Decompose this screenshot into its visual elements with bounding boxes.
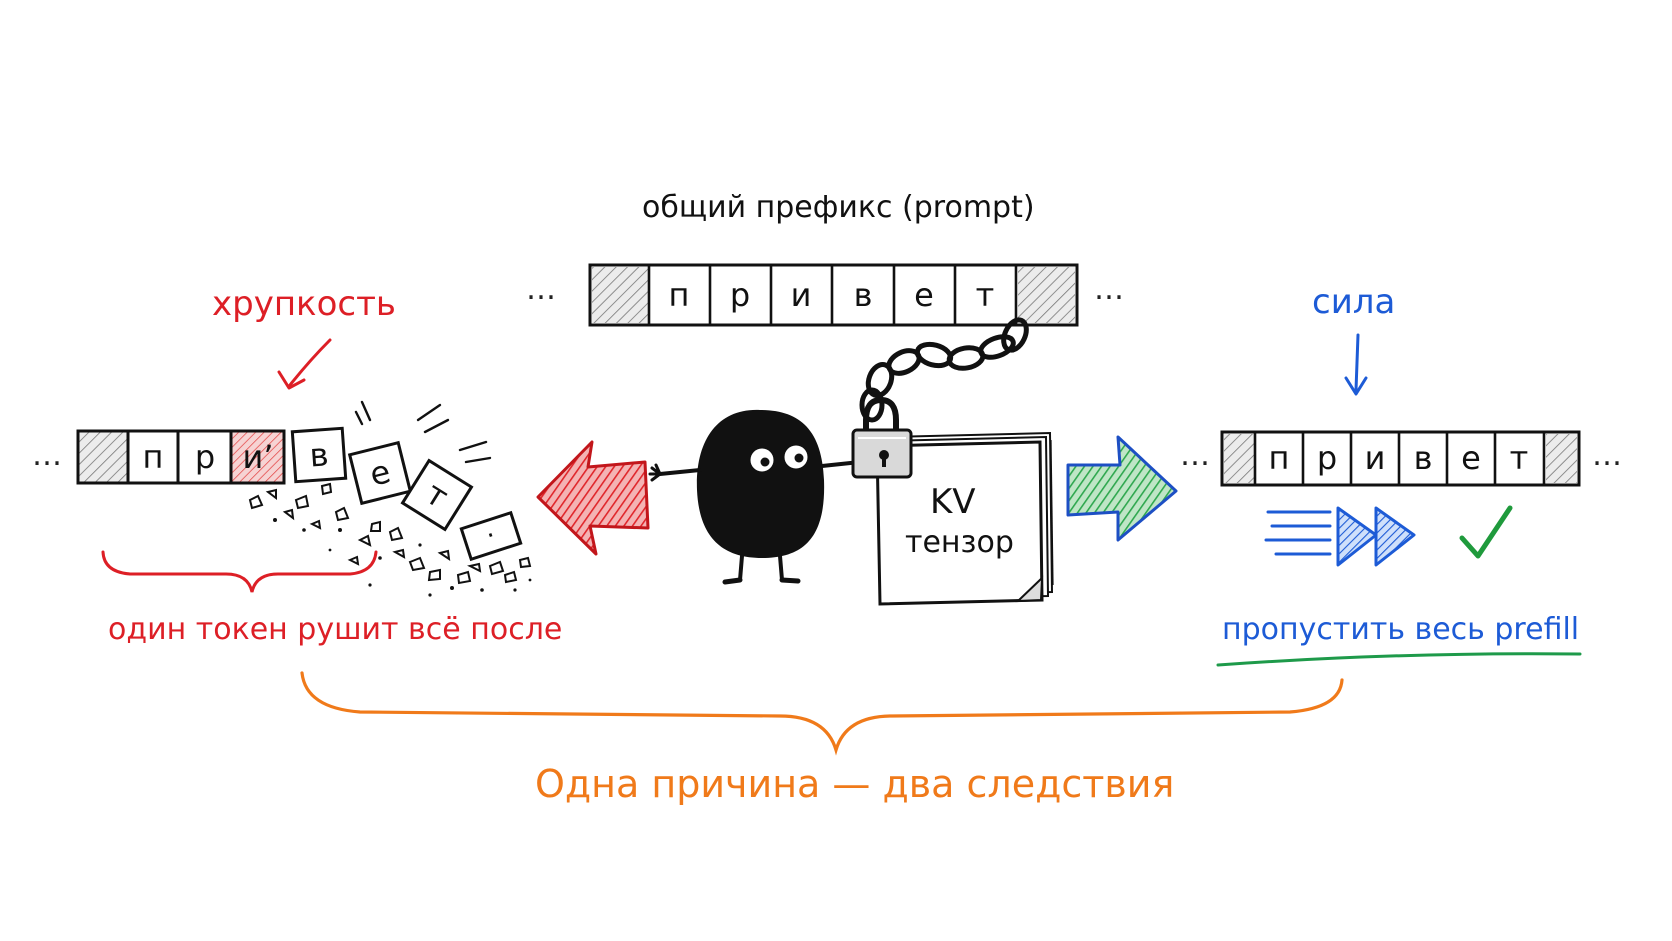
- motion-marks: [354, 400, 492, 464]
- green-right-arrow: [1066, 435, 1178, 542]
- cause-brace: [300, 671, 1344, 756]
- fast-forward-icon: [1264, 506, 1416, 567]
- blob-character-icon: [648, 409, 862, 585]
- prefix-ellipsis-right: …: [1094, 272, 1126, 307]
- left-ellipsis: …: [32, 438, 64, 473]
- cause-caption: Одна причина — два следствия: [535, 762, 1175, 806]
- right-ellipsis-right: …: [1592, 438, 1624, 473]
- prefix-label: общий префикс (prompt): [642, 190, 1035, 225]
- corrupted-token-cell: [229, 429, 286, 485]
- padlock-icon: [851, 396, 913, 479]
- debris-shards: [248, 482, 532, 585]
- fragility-title: хрупкость: [212, 284, 396, 324]
- corrupted-token: и’: [242, 438, 274, 476]
- prefix-pad-cell: [592, 267, 648, 323]
- cached-token: п: [1268, 439, 1290, 477]
- fragility-caption: один токен рушит всё после: [108, 612, 563, 647]
- prefix-token: т: [975, 276, 995, 314]
- broken-token-bar: [76, 426, 523, 562]
- prefix-pad-cell: [1018, 267, 1075, 323]
- tensor-label-word: тензор: [905, 525, 1014, 560]
- prefix-token: в: [853, 276, 873, 314]
- prefix-ellipsis-left: …: [526, 272, 558, 307]
- strength-caption: пропустить весь prefill: [1222, 612, 1580, 647]
- cached-token: в: [1413, 439, 1433, 477]
- cached-token-bar: [1220, 430, 1581, 487]
- checkmark-icon: [1459, 505, 1513, 559]
- left-brace: [101, 550, 378, 593]
- prefix-token: р: [729, 276, 751, 314]
- left-token: п: [142, 438, 164, 476]
- cached-token: и: [1364, 439, 1386, 477]
- red-left-arrow: [536, 440, 650, 556]
- prefix-token-bar: [588, 263, 1079, 327]
- cached-token: е: [1461, 439, 1481, 477]
- chain-icon: [859, 317, 1029, 423]
- prefix-token: е: [914, 276, 934, 314]
- right-ellipsis-left: …: [1180, 438, 1212, 473]
- falling-token: в: [308, 435, 330, 475]
- kv-tensor-stack: [875, 431, 1054, 606]
- left-token: р: [194, 438, 216, 476]
- prefix-token: и: [790, 276, 812, 314]
- prefix-token: п: [668, 276, 690, 314]
- debris-dots: [273, 518, 532, 597]
- caption-underline: [1216, 652, 1582, 667]
- cached-token: т: [1509, 439, 1529, 477]
- strength-title: сила: [1312, 282, 1396, 322]
- cached-token: р: [1316, 439, 1338, 477]
- tensor-label-kv: KV: [930, 482, 976, 522]
